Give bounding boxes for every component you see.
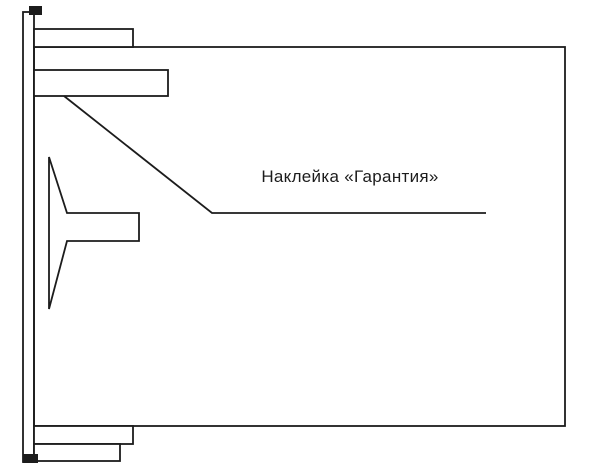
device-body: [33, 46, 566, 427]
mounting-clip: [48, 156, 140, 310]
leader-line: [63, 95, 486, 214]
warranty-sticker: [33, 69, 169, 97]
bottom-panel-step: [33, 443, 121, 462]
bottom-panel-tab: [33, 425, 134, 445]
annotation-label: Наклейка «Гарантия»: [261, 167, 438, 186]
front-panel-bezel: [22, 11, 35, 463]
top-edge-mark: [29, 6, 42, 15]
device-outline-group: [22, 11, 566, 463]
top-panel-tab: [33, 28, 134, 48]
bottom-edge-mark: [23, 454, 38, 463]
